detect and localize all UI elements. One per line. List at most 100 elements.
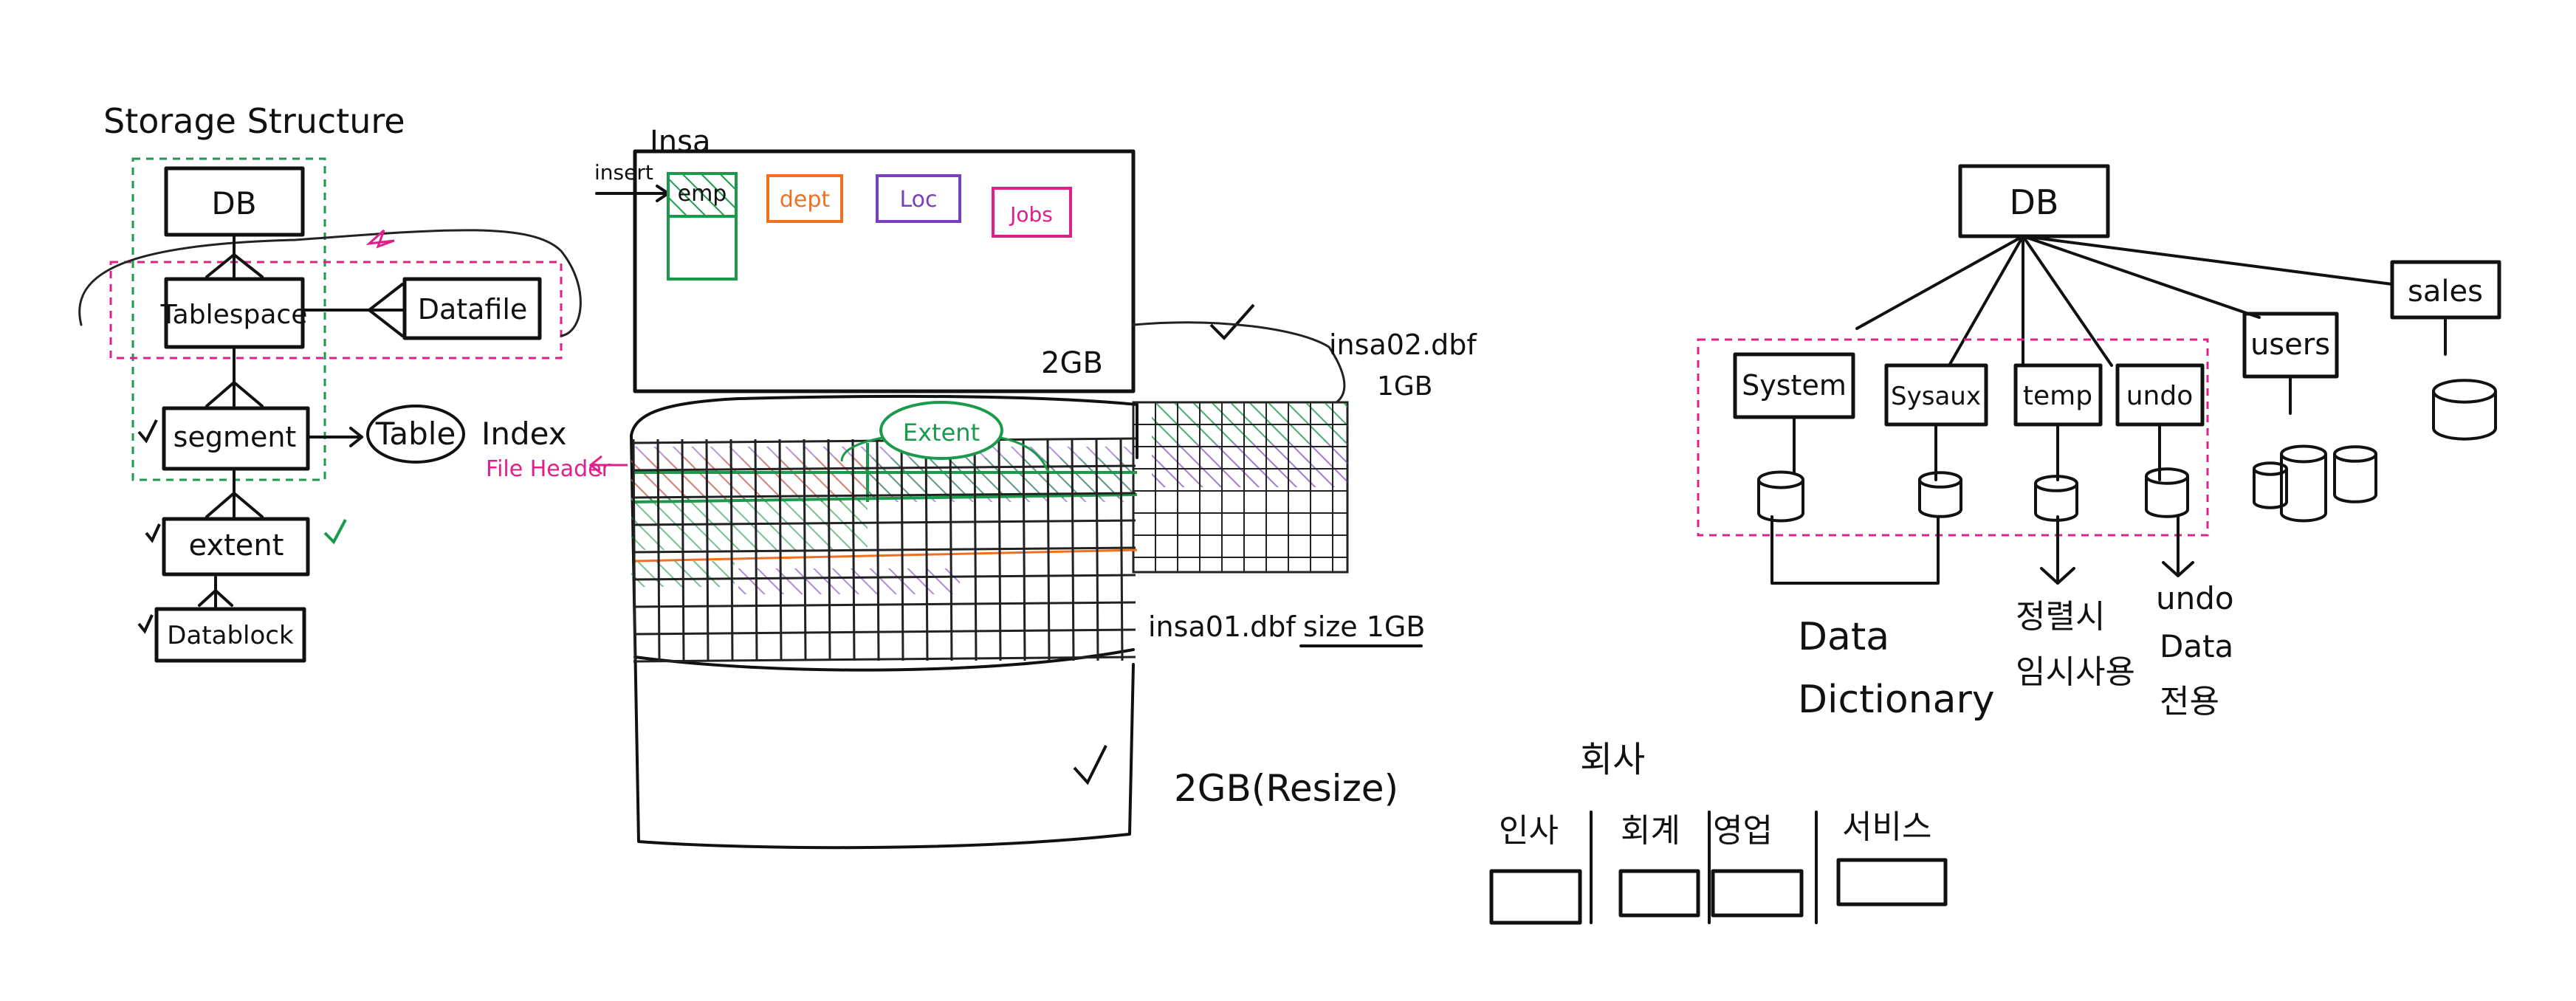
index-label: Index [481,416,567,452]
db-tablespace-link [205,233,264,278]
users-cylinder-3 [2253,461,2288,509]
extent-datablock-link [198,576,233,608]
magenta-dashed-group [109,261,563,360]
jobs-label: Jobs [1009,202,1053,227]
undo-note-line3: 전용 [2160,683,2219,720]
check-mark-insa01 [1073,745,1107,785]
company: 회사 인사 회계 영업 서비스 [1489,739,1948,925]
system-cylinder [1757,470,1804,523]
data-dictionary-line2: Dictionary [1798,678,1995,722]
segment-label: segment [174,421,297,453]
users-cylinder-2 [2333,445,2377,503]
storage-title: Storage Structure [103,101,405,141]
dept-label: dept [780,187,831,213]
emp-extent-box [667,215,738,281]
file-header-arrow [588,455,628,475]
file-header-label: File Header [486,456,611,482]
loc-label: Loc [899,187,937,213]
tablespace-segment-link [205,345,264,407]
sales-label: sales [2408,275,2483,309]
users-label: users [2250,328,2330,362]
undo-note-line2: Data [2160,628,2233,664]
dept-box [766,174,843,223]
extent-box [162,517,310,577]
insa-2gb-label: 2GB [1041,346,1103,380]
check-mark-extent [145,523,161,543]
table-label: Table [375,416,456,452]
sysaux-cylinder [1918,471,1962,518]
insa01-label: insa01.dbf [1148,610,1296,643]
system-sysaux-bracket [1770,515,1940,585]
temp-note-line1: 정렬시 [2016,598,2105,636]
data-dictionary-line1: Data [1798,615,1889,659]
users-cylinder-1 [2280,444,2327,523]
db-label: DB [211,185,256,221]
tablespace-loop [78,229,582,337]
company-dividers [1590,811,1818,924]
dept-insa: 인사 [1499,812,1559,850]
insert-label: insert [594,160,653,185]
dept-accounting: 회계 [1621,812,1680,850]
datafile-box [402,277,542,340]
insa-box [633,149,1136,393]
insa02-size-label: 1GB [1377,371,1433,402]
tablespace-datafile-link [301,283,404,337]
tree-db-label: DB [2010,182,2059,222]
undo-label: undo [2126,381,2194,411]
tree-dashed-group [1697,338,2209,537]
datablock-label: Datablock [167,621,294,650]
check-mark-segment [137,419,158,444]
tablespace-label: Tablespace [160,300,308,330]
segment-table-arrow [306,427,363,447]
cylinder-links [1793,416,2161,481]
users-sales-links [2289,316,2447,415]
check-mark-insa02 [1209,303,1255,340]
insert-arrow [595,185,670,202]
insa01-size-label: size 1GB [1303,610,1425,643]
datafile-label: Datafile [418,293,528,326]
resize-label: 2GB(Resize) [1174,767,1398,810]
undo-cylinder [2145,467,2189,518]
sysaux-label: Sysaux [1891,382,1981,411]
insa02-block-grid [1133,402,1347,572]
dept-accounting-box [1618,869,1700,918]
segment-extent-link [205,467,264,518]
company-title: 회사 [1580,739,1645,780]
dept-service-box [1836,858,1948,907]
dept-insa-box [1489,869,1582,925]
insa-title: Insa [650,125,711,159]
table-ellipse [366,405,465,464]
undo-note-line1: undo [2156,580,2234,616]
temp-cylinder [2034,475,2078,522]
dept-sales-box [1711,869,1804,918]
datablock-box [154,607,306,663]
loc-box [876,174,961,223]
temp-arrow [2040,515,2075,585]
insa02-label: insa02.dbf [1329,328,1477,361]
datafile-cylinders [1757,379,2497,523]
green-dashed-group [131,157,326,481]
insa-tablespace: Insa insert emp dept Loc Jobs 2GB insa02… [588,125,1477,850]
extent-bubble [879,401,1003,460]
insa01-block-grid [632,437,1136,663]
jobs-box [992,187,1072,238]
dept-sales: 영업 [1713,812,1773,850]
check-mark-extent-green [323,519,347,545]
extent-bubble-tails [840,436,1050,473]
extent-bubble-label: Extent [903,419,980,447]
sales-cylinder [2432,379,2497,441]
temp-note-line2: 임시사용 [2016,653,2135,691]
dept-service: 서비스 [1842,808,1931,846]
check-mark-datablock [137,614,154,634]
star-mark [365,229,395,249]
emp-label: emp [678,181,727,207]
db-tree: DB System Sysaux temp undo users sales D… [1697,164,2501,722]
insa01-datafile [630,394,1138,850]
tree-branches [1855,235,2394,367]
system-label: System [1742,369,1847,402]
undo-arrow [2162,515,2194,577]
extent-label: extent [189,529,284,563]
storage-structure: Storage Structure DB Tablespace Datafile… [78,101,611,663]
insa02-datafile [1132,321,1349,574]
